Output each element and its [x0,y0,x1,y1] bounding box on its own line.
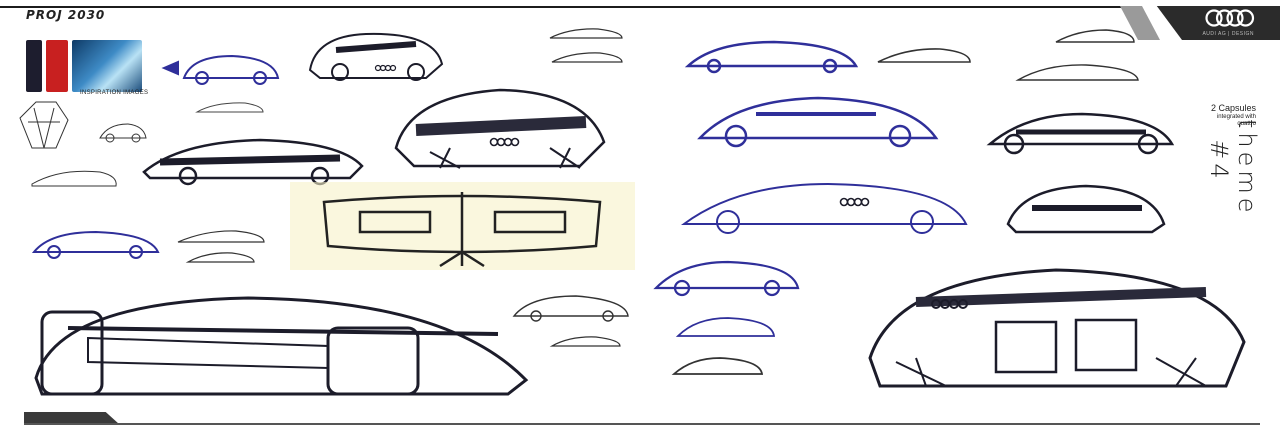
footer-tab [24,412,119,424]
sketch-capsule-front-1 [306,30,446,82]
inspiration-label: INSPIRATION IMAGES [80,90,149,96]
sketch-blue-car-1 [684,38,860,74]
header-rule [0,6,1140,8]
sketch-small-car-3 [195,100,265,116]
sketch-blue-car-arrow [161,48,282,88]
sketch-small-car-1 [98,120,148,144]
audi-rings-icon [1204,8,1256,33]
sketch-topview-yellow [290,182,635,270]
brand-subtitle: AUDI AG | DESIGN [1202,31,1254,37]
sketch-capsule-front-2 [390,82,610,172]
theme-label: theme #4 [1205,119,1261,217]
concept-title: 2 Capsules [1210,103,1256,113]
sketch-wireframe-front [16,98,72,158]
sketch-dark-car-2 [1002,180,1170,236]
sketch-small-car-7 [549,334,622,350]
sketch-small-car-10 [876,46,972,68]
sketch-small-car-4 [176,228,266,246]
sketch-small-car-9 [550,50,624,66]
sketch-blue-car-5 [675,316,776,342]
inspiration-image-1 [26,40,42,92]
sketch-blue-car-small [30,226,162,262]
sketch-blue-car-2 [696,94,940,150]
sketch-large-side-view [28,288,530,398]
sketch-small-car-6 [510,292,632,324]
sketch-small-car-12 [1054,28,1136,48]
sketch-small-car-2 [30,168,120,190]
concept-note: 2 Capsules integrated with quattro [1211,103,1256,128]
inspiration-image-2 [46,40,68,92]
sketch-dark-side-car [140,132,365,186]
footer-rule [24,423,1260,425]
sketch-large-capsule-right [856,262,1258,392]
inspiration-image-3 [72,40,142,92]
sketch-small-car-13 [1015,62,1140,88]
sketch-small-car-8 [548,26,624,42]
sketch-small-car-5 [185,250,256,266]
project-title: PROJ 2030 [26,8,106,22]
sketch-dark-car-1 [986,108,1176,156]
sketch-blue-car-4 [652,258,802,298]
sketch-small-car-11 [671,356,764,380]
sketch-blue-car-3 [678,178,972,236]
concept-subtitle-line1: integrated with [1216,114,1256,120]
concept-subtitle-line2: quattro [1237,121,1256,127]
